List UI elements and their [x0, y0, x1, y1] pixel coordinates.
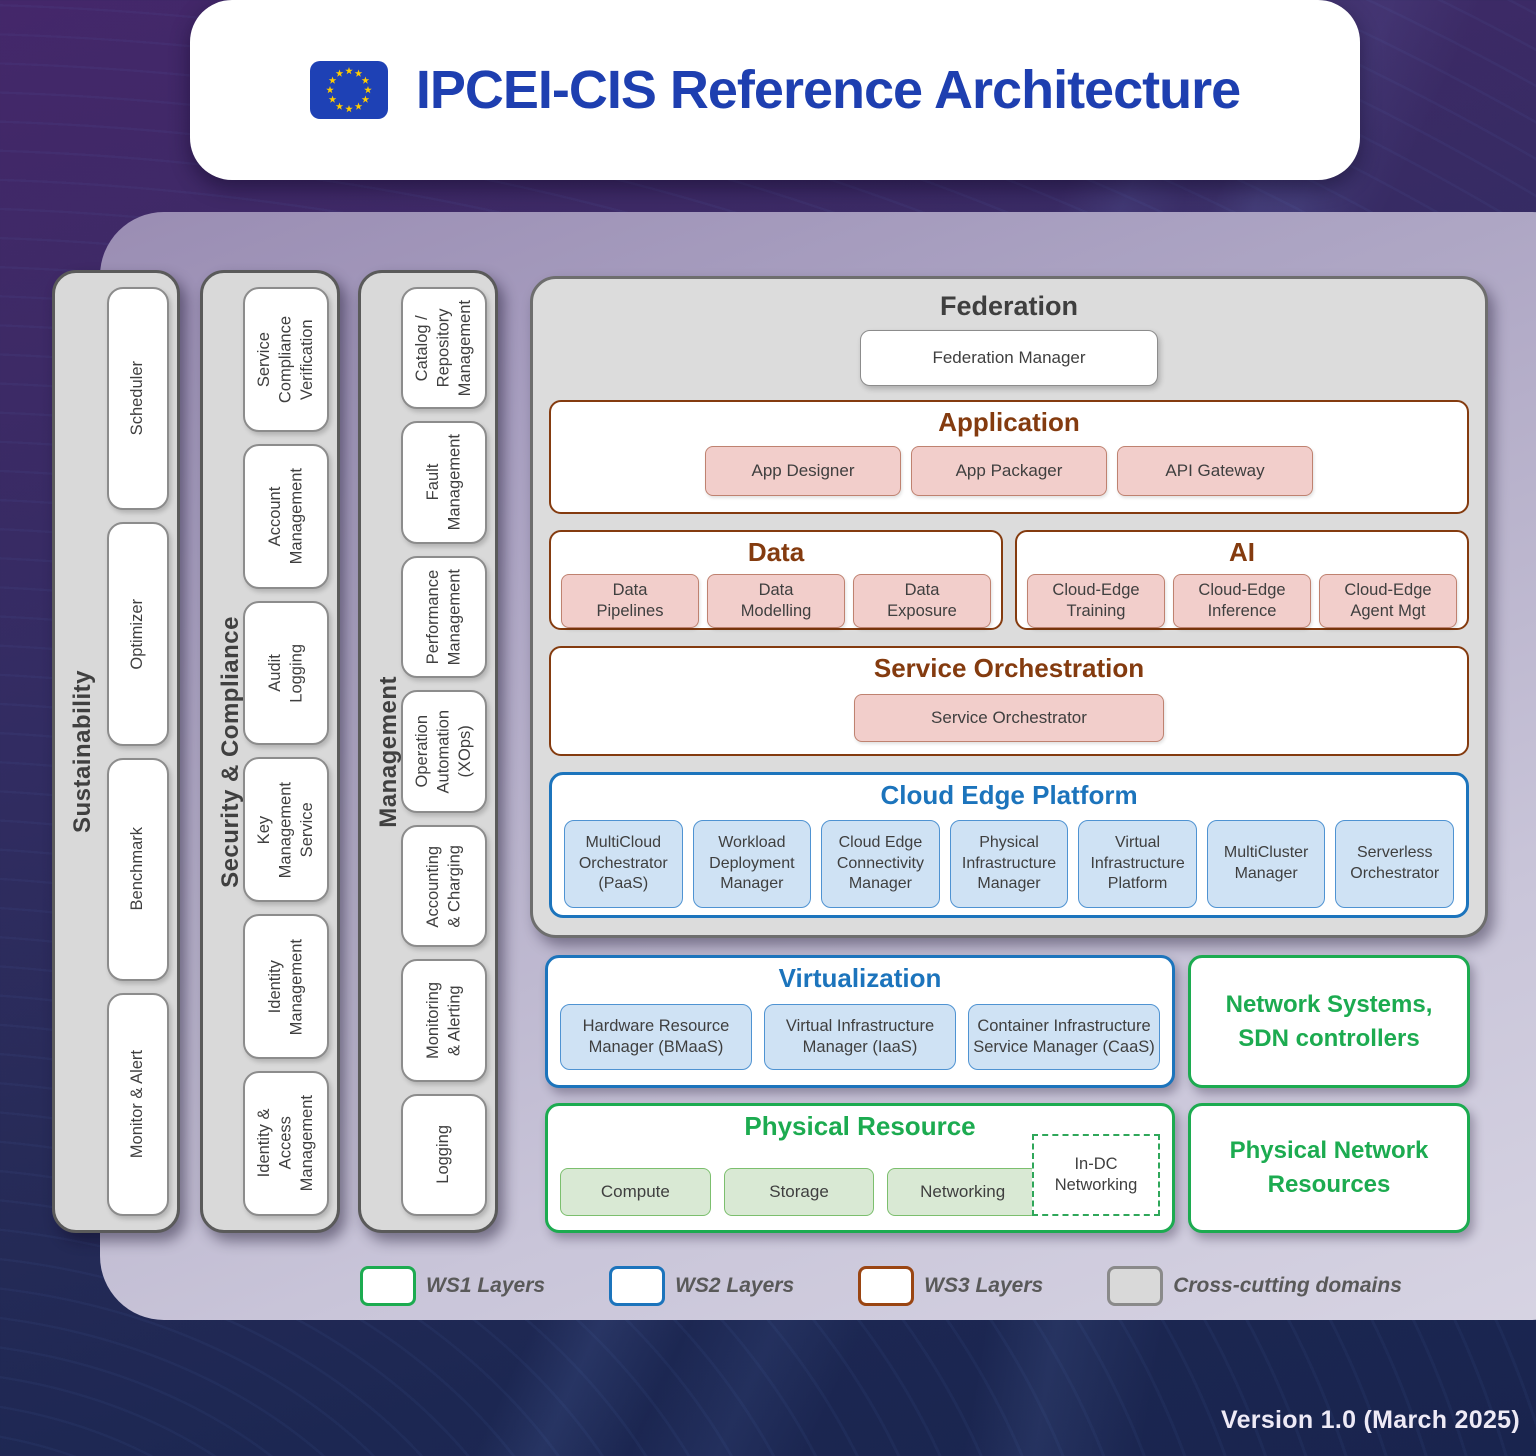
version-label: Version 1.0 (March 2025): [1220, 1406, 1520, 1434]
virtualization-title: Virtualization: [778, 963, 942, 993]
service-orchestrator-box: Service Orchestrator: [854, 694, 1164, 742]
page-title: IPCEI-CIS Reference Architecture: [415, 60, 1241, 120]
physical-resource-title: Physical Resource: [744, 1111, 976, 1141]
sustainability-item: Benchmark: [107, 757, 169, 981]
security-item: Service Compliance Verification: [243, 287, 329, 432]
data-exposure-box: Data Exposure: [853, 574, 991, 628]
app-packager-box: App Packager: [911, 446, 1107, 496]
network-systems-box: Network Systems, SDN controllers: [1188, 955, 1470, 1088]
column-security-compliance: Security & Compliance Service Compliance…: [200, 270, 340, 1233]
service-orchestration-title: Service Orchestration: [873, 653, 1145, 683]
application-boxes: App Designer App Packager API Gateway: [551, 438, 1467, 496]
legend-label: Cross-cutting domains: [1173, 1274, 1402, 1297]
management-item: Logging: [401, 1093, 487, 1216]
virtualization-boxes: Hardware Resource Manager (BMaaS) Virtua…: [548, 994, 1172, 1070]
multicloud-orchestrator-box: MultiCloud Orchestrator (PaaS): [563, 820, 683, 908]
container-infrastructure-manager-box: Container Infrastructure Service Manager…: [968, 1004, 1160, 1070]
legend-label: WS3 Layers: [924, 1274, 1044, 1297]
management-item: Operation Automation (XOps): [401, 690, 487, 813]
data-title: Data: [747, 537, 805, 567]
data-modelling-box: Data Modelling: [707, 574, 845, 628]
ws2-swatch: [609, 1266, 666, 1306]
application-title: Application: [938, 407, 1080, 437]
legend-item-crosscutting: Cross-cutting domains: [1107, 1266, 1402, 1306]
federation-manager-box: Federation Manager: [860, 330, 1158, 386]
data-ai-row: Data Data Pipelines Data Modelling Data …: [549, 530, 1469, 630]
physical-resource-boxes: Compute Storage Networking: [560, 1168, 1039, 1216]
cloud-edge-training-box: Cloud-Edge Training: [1027, 574, 1165, 628]
application-layer: Application App Designer App Packager AP…: [549, 400, 1469, 514]
sustainability-item: Monitor & Alert: [107, 992, 169, 1216]
ai-title: AI: [1229, 537, 1255, 567]
virtualization-layer: Virtualization Hardware Resource Manager…: [545, 955, 1175, 1088]
federation-domain: Federation Federation Manager Applicatio…: [530, 276, 1488, 938]
management-item: Monitoring & Alerting: [401, 959, 487, 1082]
networking-box: Networking: [887, 1168, 1039, 1216]
column-security-items: Service Compliance Verification Account …: [243, 287, 329, 1216]
security-item: Audit Logging: [243, 600, 329, 746]
security-item: Key Management Service: [243, 757, 329, 903]
column-sustainability-title: Sustainability: [69, 669, 97, 834]
legend: WS1 Layers WS2 Layers WS3 Layers Cross-c…: [360, 1266, 1402, 1306]
multicluster-manager-box: MultiCluster Manager: [1206, 820, 1326, 908]
cloud-edge-connectivity-box: Cloud Edge Connectivity Manager: [821, 820, 940, 908]
physical-resource-layer: Physical Resource Compute Storage Networ…: [545, 1103, 1175, 1233]
compute-box: Compute: [560, 1168, 711, 1216]
security-item: Identity & Access Management: [243, 1071, 329, 1216]
cross-cutting-swatch: [1107, 1266, 1164, 1306]
legend-label: WS2 Layers: [675, 1274, 795, 1297]
cloud-edge-platform-boxes: MultiCloud Orchestrator (PaaS) Workload …: [552, 811, 1466, 908]
management-item: Performance Management: [401, 555, 487, 679]
federation-title: Federation: [939, 291, 1079, 321]
column-management: Management Catalog / Repository Manageme…: [358, 270, 498, 1233]
cloud-edge-platform-title: Cloud Edge Platform: [880, 780, 1138, 810]
legend-item-ws1: WS1 Layers: [360, 1266, 545, 1306]
ws3-swatch: [858, 1266, 915, 1306]
column-management-items: Catalog / Repository Management Fault Ma…: [401, 287, 487, 1216]
eu-flag-icon: [309, 61, 388, 119]
workload-deployment-box: Workload Deployment Manager: [692, 820, 812, 908]
ws1-swatch: [360, 1266, 416, 1306]
security-item: Account Management: [243, 443, 329, 589]
virtual-infrastructure-manager-box: Virtual Infrastructure Manager (IaaS): [764, 1004, 956, 1070]
data-pipelines-box: Data Pipelines: [561, 574, 699, 628]
sustainability-item: Optimizer: [107, 522, 169, 746]
in-dc-networking-box: In-DC Networking: [1032, 1134, 1160, 1216]
virtual-infrastructure-platform-box: Virtual Infrastructure Platform: [1078, 820, 1197, 908]
management-item: Fault Management: [401, 421, 487, 544]
service-orchestration-layer: Service Orchestration Service Orchestrat…: [549, 646, 1469, 756]
ai-layer: AI Cloud-Edge Training Cloud-Edge Infere…: [1015, 530, 1469, 630]
storage-box: Storage: [723, 1168, 875, 1216]
data-boxes: Data Pipelines Data Modelling Data Expos…: [551, 568, 1001, 628]
security-item: Identity Management: [243, 914, 329, 1060]
sustainability-item: Scheduler: [107, 287, 169, 511]
header: IPCEI-CIS Reference Architecture: [190, 0, 1360, 180]
management-item: Catalog / Repository Management: [401, 287, 487, 410]
physical-infrastructure-manager-box: Physical Infrastructure Manager: [949, 820, 1069, 908]
column-sustainability: Sustainability Scheduler Optimizer Bench…: [52, 270, 180, 1233]
cloud-edge-agent-box: Cloud-Edge Agent Mgt: [1319, 574, 1457, 628]
legend-item-ws2: WS2 Layers: [609, 1266, 794, 1306]
ai-boxes: Cloud-Edge Training Cloud-Edge Inference…: [1017, 568, 1467, 628]
app-designer-box: App Designer: [705, 446, 901, 496]
management-item: Accounting & Charging: [401, 824, 487, 948]
cloud-edge-platform-layer: Cloud Edge Platform MultiCloud Orchestra…: [549, 772, 1469, 918]
column-sustainability-items: Scheduler Optimizer Benchmark Monitor & …: [107, 287, 169, 1216]
data-layer: Data Data Pipelines Data Modelling Data …: [549, 530, 1003, 630]
api-gateway-box: API Gateway: [1117, 446, 1313, 496]
cloud-edge-inference-box: Cloud-Edge Inference: [1173, 574, 1311, 628]
legend-item-ws3: WS3 Layers: [858, 1266, 1043, 1306]
legend-label: WS1 Layers: [426, 1274, 546, 1297]
hardware-resource-manager-box: Hardware Resource Manager (BMaaS): [560, 1004, 752, 1070]
serverless-orchestrator-box: Serverless Orchestrator: [1335, 820, 1455, 908]
physical-network-resources-box: Physical Network Resources: [1188, 1103, 1470, 1233]
